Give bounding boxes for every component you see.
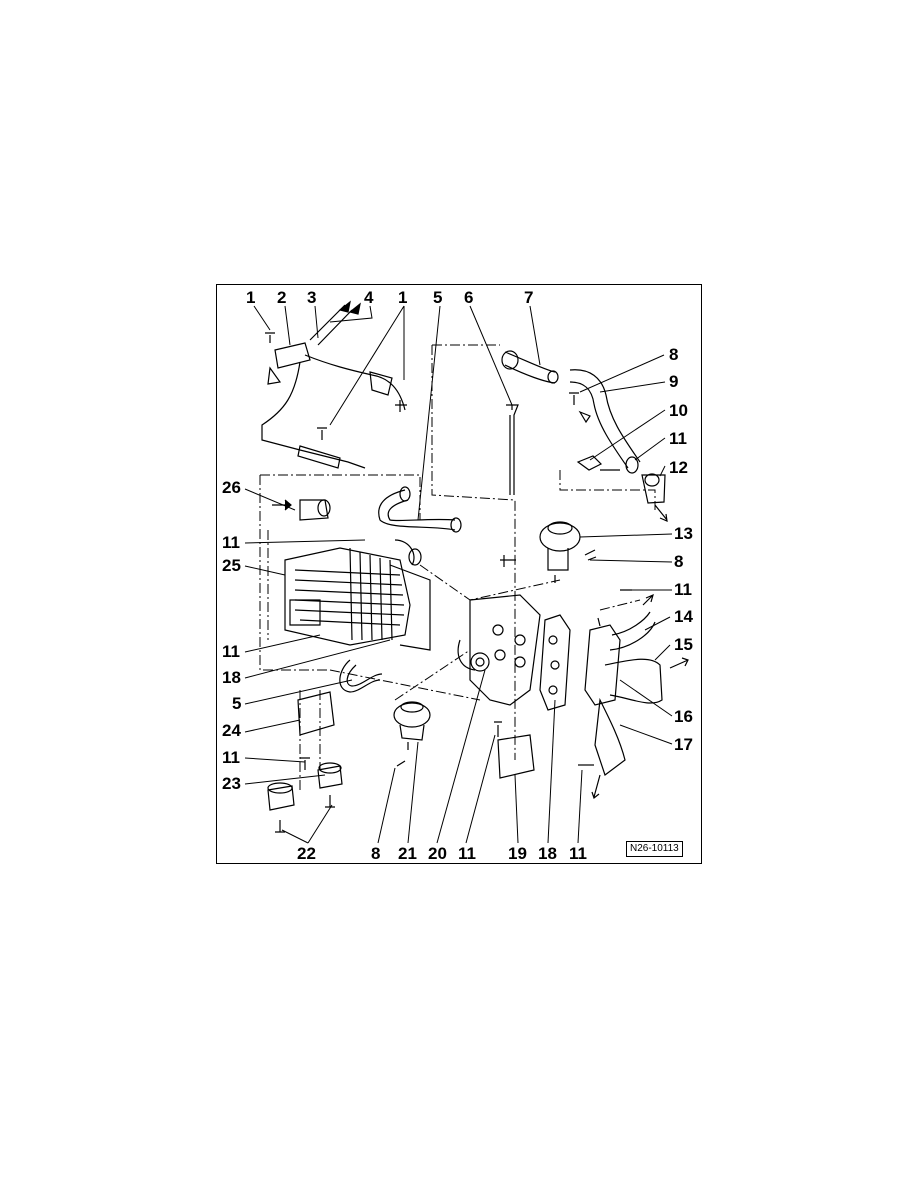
callout-7: 7 xyxy=(524,288,534,307)
callout-5: 5 xyxy=(232,694,242,713)
callout-24: 24 xyxy=(222,721,241,740)
callout-4: 4 xyxy=(364,288,374,307)
vacuum-unit-lower xyxy=(393,701,431,767)
callout-16: 16 xyxy=(674,707,693,726)
callout-14: 14 xyxy=(674,607,693,626)
vacuum-unit-upper xyxy=(539,521,597,583)
callout-25: 25 xyxy=(222,556,241,575)
egr-cooler xyxy=(272,499,431,651)
callout-11: 11 xyxy=(222,642,240,661)
coolant-hose-assembly xyxy=(501,350,668,522)
callout-19: 19 xyxy=(508,844,527,863)
pipe-bracket-assembly xyxy=(261,300,407,469)
callout-18: 18 xyxy=(538,844,557,863)
callout-11: 11 xyxy=(569,844,587,863)
callout-26: 26 xyxy=(222,478,241,497)
callout-6: 6 xyxy=(464,288,474,307)
callout-11: 11 xyxy=(458,844,476,863)
callout-5: 5 xyxy=(433,288,443,307)
callout-12: 12 xyxy=(669,458,688,477)
exhaust-connection-parts xyxy=(578,589,689,800)
callout-20: 20 xyxy=(428,844,447,863)
diagram-frame xyxy=(216,284,702,864)
callout-1: 1 xyxy=(398,288,408,307)
callout-11: 11 xyxy=(674,580,692,599)
callout-8: 8 xyxy=(669,345,679,364)
callout-10: 10 xyxy=(669,401,688,420)
figure-reference-code: N26-10113 xyxy=(626,841,683,857)
callout-9: 9 xyxy=(669,372,679,391)
egr-valve-body xyxy=(457,555,571,779)
callout-11: 11 xyxy=(222,533,240,552)
mounting-bracket-parts xyxy=(267,691,343,833)
callout-17: 17 xyxy=(674,735,693,754)
callout-18: 18 xyxy=(222,668,241,687)
callout-22: 22 xyxy=(297,844,316,863)
callout-8: 8 xyxy=(674,552,684,571)
leader-lines xyxy=(244,305,673,844)
callout-23: 23 xyxy=(222,774,241,793)
callout-11: 11 xyxy=(669,429,687,448)
connecting-hoses xyxy=(339,486,462,693)
callout-21: 21 xyxy=(398,844,417,863)
callout-1: 1 xyxy=(246,288,256,307)
callout-13: 13 xyxy=(674,524,693,543)
callout-11: 11 xyxy=(222,748,240,767)
callout-3: 3 xyxy=(307,288,317,307)
callout-8: 8 xyxy=(371,844,381,863)
callout-15: 15 xyxy=(674,635,693,654)
callout-2: 2 xyxy=(277,288,287,307)
